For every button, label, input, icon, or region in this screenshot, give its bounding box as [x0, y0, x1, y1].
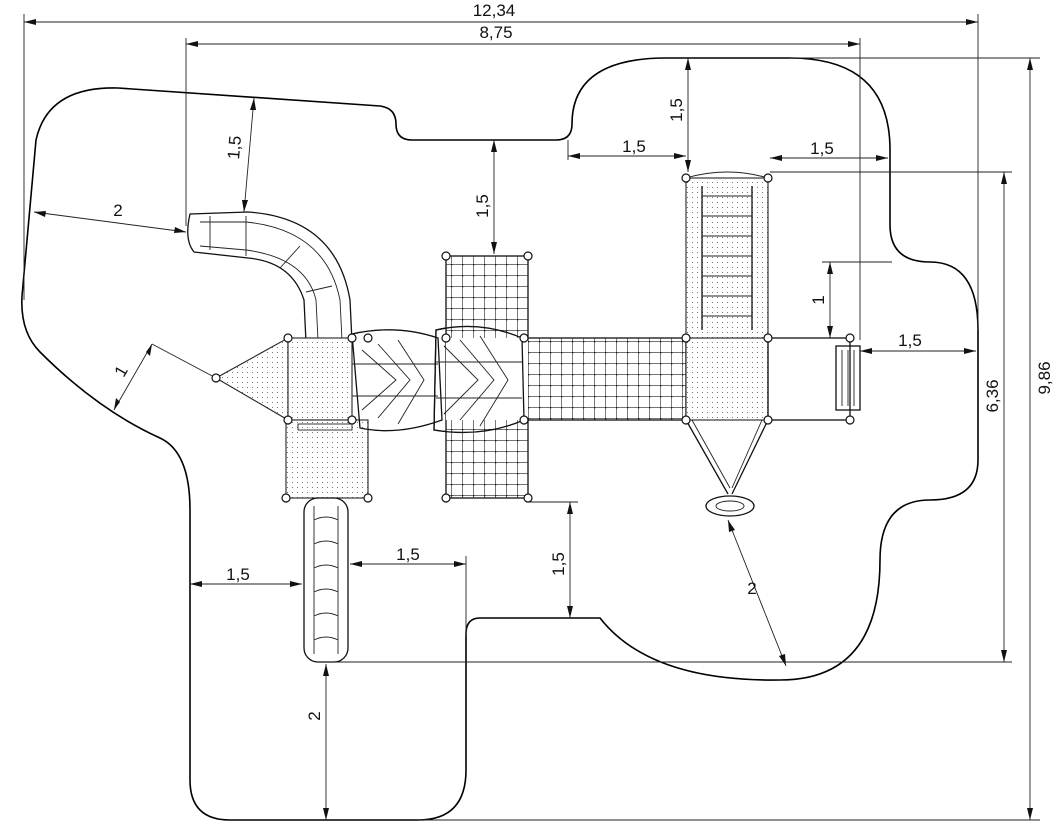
clearance-ladder-top: 1,5 — [667, 58, 691, 172]
clearance-label-steps-right: 1,5 — [898, 331, 922, 350]
clearance-slide-left: 2 — [33, 201, 187, 233]
deck-right — [685, 337, 769, 421]
dimension-equipment-depth: 6,36 — [330, 171, 1012, 663]
clearance-slide-top: 1,5 — [224, 97, 256, 213]
clearance-label-ramp-left: 1 — [111, 362, 132, 380]
dimension-label-equipment-width: 8,75 — [479, 23, 512, 42]
dimension-label-overall-depth: 9,86 — [1035, 361, 1054, 394]
curved-slide — [187, 211, 353, 343]
posts — [211, 173, 855, 503]
clearance-label-steps-top: 1 — [809, 295, 828, 304]
clearance-net-bottom: 1,5 — [526, 501, 578, 618]
deck-left-upper — [287, 337, 353, 421]
clearance-label-net-bottom: 1,5 — [549, 552, 568, 576]
clearance-steps-top: 1 — [809, 261, 892, 338]
clearance-lower-slide-right: 1,5 — [350, 545, 467, 636]
clearance-label-lower-slide-left: 1,5 — [226, 565, 250, 584]
spring-rocker — [685, 419, 769, 517]
clearance-lower-slide-left: 1,5 — [190, 565, 302, 587]
safety-zone-boundary — [21, 57, 979, 821]
clearance-steps-right: 1,5 — [860, 331, 976, 354]
deck-left-lower — [285, 419, 369, 499]
clearance-label-lower-slide-bottom: 2 — [305, 711, 324, 720]
dimension-overall-width: 12,34 — [23, 1, 979, 330]
clearance-label-ladder-top: 1,5 — [667, 98, 686, 122]
steps — [767, 337, 861, 421]
dimension-label-overall-width: 12,34 — [473, 1, 516, 20]
clearance-ladder-left: 1,5 — [567, 137, 686, 160]
dimension-equipment-width: 8,75 — [185, 23, 861, 340]
clearance-label-net-top: 1,5 — [473, 194, 492, 218]
clearance-label-ladder-left: 1,5 — [622, 137, 646, 156]
clearance-label-lower-slide-right: 1,5 — [396, 545, 420, 564]
clearance-label-slide-top: 1,5 — [224, 135, 245, 160]
clearance-label-rocker-bottom: 2 — [747, 579, 756, 598]
clearance-ladder-right: 1,5 — [770, 139, 888, 161]
ladder-bars — [685, 171, 769, 339]
clearance-label-slide-left: 2 — [113, 201, 122, 220]
dimension-overall-depth: 9,86 — [418, 57, 1054, 821]
clearance-label-ladder-right: 1,5 — [810, 139, 834, 158]
clearance-lower-slide-bottom: 2 — [305, 664, 329, 820]
clearance-net-top: 1,5 — [473, 140, 497, 254]
triangle-ramp — [214, 337, 289, 421]
clearance-rocker-bottom: 2 — [727, 519, 787, 667]
clearance-ramp-left: 1 — [111, 343, 217, 411]
dimension-label-equipment-depth: 6,36 — [983, 379, 1002, 412]
straight-slide — [303, 497, 349, 663]
net-bridge — [523, 337, 687, 421]
